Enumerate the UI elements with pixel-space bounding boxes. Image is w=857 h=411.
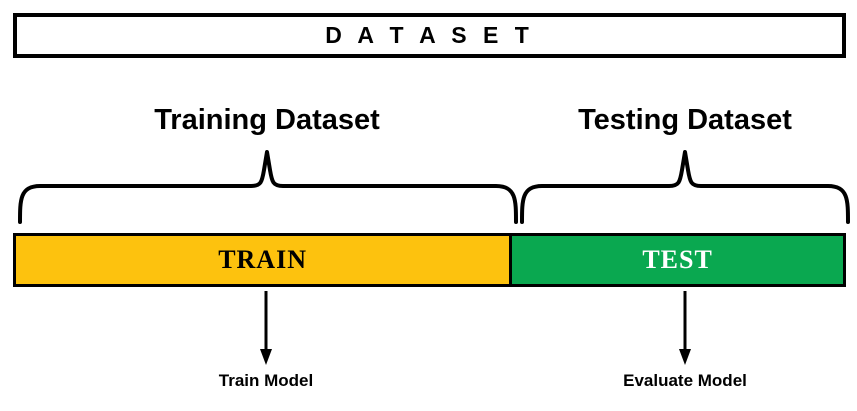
- dataset-box: D A T A S E T: [13, 13, 846, 58]
- train-model-label: Train Model: [218, 371, 314, 390]
- train-bar-label: TRAIN: [218, 245, 307, 274]
- dataset-split-bar: TRAIN TEST: [13, 233, 846, 287]
- train-down-arrow-icon: [260, 291, 272, 365]
- test-bar-label: TEST: [642, 245, 713, 274]
- testing-dataset-label: Testing Dataset: [578, 104, 792, 136]
- testing-brace-icon: [520, 150, 850, 224]
- evaluate-model-label: Evaluate Model: [623, 371, 747, 390]
- train-bar-segment: TRAIN: [16, 236, 513, 284]
- test-bar-segment: TEST: [512, 236, 843, 284]
- training-brace-icon: [18, 150, 518, 224]
- dataset-title: D A T A S E T: [325, 22, 534, 48]
- training-dataset-label: Training Dataset: [154, 104, 380, 136]
- evaluate-down-arrow-icon: [679, 291, 691, 365]
